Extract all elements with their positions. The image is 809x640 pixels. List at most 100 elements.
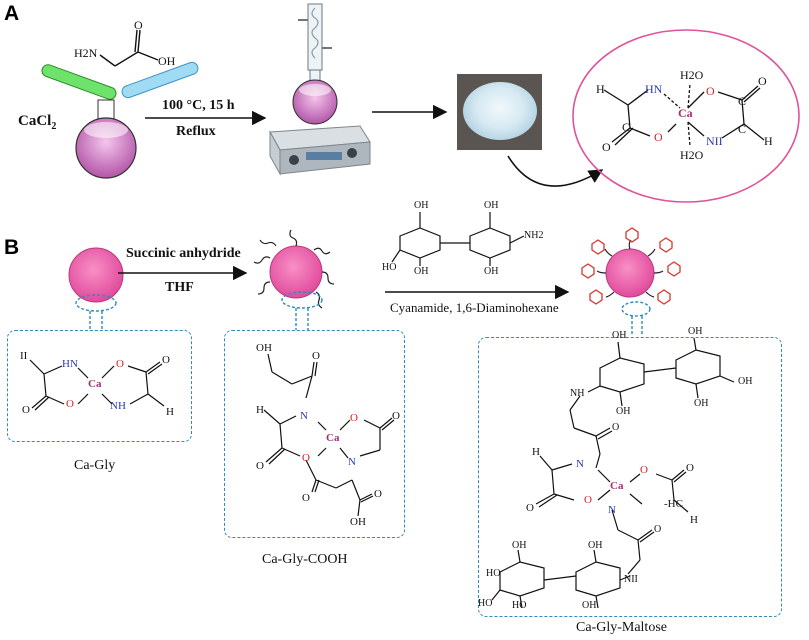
complex-a-h2o-top: H2O	[680, 68, 704, 82]
atom-h2n: H2N	[74, 46, 98, 60]
box3-h-right: H	[690, 514, 698, 526]
box1-o-bottom: O	[66, 398, 74, 410]
box3-oh-7: OH	[588, 540, 603, 551]
particle-ca-gly-maltose	[581, 227, 681, 336]
particle-ca-gly	[68, 247, 124, 330]
maltose-amine-structure	[391, 212, 525, 266]
box2-n-bottom: N	[348, 456, 356, 468]
maltose-oh-4: OH	[484, 266, 499, 277]
box3-n-bottom: N	[608, 504, 616, 516]
ca-gly-cooh-bonds	[263, 353, 395, 517]
condition-temperature: 100 °C, 15 h	[162, 98, 235, 113]
box1-o-left: O	[22, 404, 30, 416]
box1-nh: NH	[110, 400, 126, 412]
box1-hn: HN	[62, 358, 78, 370]
complex-a-c-right: C	[738, 94, 747, 108]
maltose-oh-1: OH	[414, 200, 429, 211]
glycine-structure	[99, 29, 159, 67]
reagent-cacl2: CaCl2	[18, 113, 57, 132]
powder-pile	[463, 82, 537, 140]
complex-a-c-left: C	[622, 120, 631, 134]
box3-o-carbonyl: O	[686, 462, 694, 474]
label-ca-gly-maltose: Ca-Gly-Maltose	[576, 620, 667, 635]
box3-n-top: N	[576, 458, 584, 470]
box3-nh-top: NH	[570, 388, 585, 399]
box2-o-top: O	[350, 412, 358, 424]
box1-h: II	[20, 350, 28, 362]
complex-a-h: H	[596, 82, 605, 96]
ca-gly-cooh-structure-box	[224, 330, 405, 538]
box3-oh-2: OH	[688, 326, 703, 337]
box1-o-top: O	[116, 358, 124, 370]
box1-h-right: H	[166, 406, 174, 418]
box2-o-left: O	[256, 460, 264, 472]
ca-complex-highlight	[572, 29, 800, 203]
box1-o-carbonyl: O	[162, 354, 170, 366]
complex-a-o-left: O	[602, 140, 611, 154]
particle-ca-gly-cooh	[253, 229, 335, 330]
maltose-oh-2: OH	[484, 200, 499, 211]
box3-ho-1: HO	[486, 568, 501, 579]
label-ca-gly: Ca-Gly	[74, 458, 116, 473]
condition-succinic: Succinic anhydride	[126, 246, 241, 261]
box2-o-carbonyl: O	[392, 410, 400, 422]
condition-reflux: Reflux	[176, 124, 216, 139]
box2-o-3: O	[374, 488, 382, 500]
box3-o-top: O	[640, 464, 648, 476]
complex-a-nh: NII	[706, 134, 723, 148]
ca-gly-maltose-structure-box	[478, 337, 782, 617]
maltose-oh-3: OH	[414, 266, 429, 277]
complex-a-h-right: H	[764, 134, 773, 148]
complex-a-ca: Ca	[678, 106, 693, 120]
complex-a-o-carbonyl: O	[758, 74, 767, 88]
box3-oh-4: OH	[616, 406, 631, 417]
box3-o-left: O	[526, 502, 534, 514]
complex-a-ch: C	[738, 122, 747, 136]
box2-n-top: N	[300, 410, 308, 422]
box2-oh-top: OH	[256, 342, 272, 354]
panel-label-b: B	[4, 236, 20, 259]
panel-label-a: A	[4, 2, 20, 25]
box3-h: H	[532, 446, 540, 458]
box3-o-1: O	[612, 422, 620, 433]
maltose-nh2: NH2	[524, 230, 544, 241]
powder-photo	[457, 74, 542, 150]
complex-a-hn: HN	[645, 82, 663, 96]
label-ca-gly-cooh: Ca-Gly-COOH	[262, 552, 348, 567]
condition-cyanamide: Cyanamide, 1,6-Diaminohexane	[390, 300, 559, 315]
round-bottom-flask	[75, 99, 137, 179]
box3-ho-2: HO	[478, 598, 493, 609]
ca-gly-structure-box	[7, 330, 192, 442]
ca-complex-bonds	[603, 83, 765, 147]
box2-o-2: O	[302, 492, 310, 504]
box3-oh-1: OH	[612, 330, 627, 341]
box3-o-bottom: O	[584, 494, 592, 506]
box2-oh-bottom: OH	[350, 516, 366, 528]
ca-gly-bonds	[29, 359, 165, 411]
box2-o-bottom: O	[302, 452, 310, 464]
box2-o-1: O	[312, 350, 320, 362]
atom-oh: OH	[158, 54, 176, 68]
box3-o-2: O	[654, 524, 662, 535]
reflux-apparatus	[269, 3, 371, 176]
reagent-tubes	[41, 61, 199, 100]
box1-ca: Ca	[88, 378, 102, 390]
box3-oh-5: OH	[694, 398, 709, 409]
complex-a-h2o-bottom: H2O	[680, 148, 704, 162]
complex-a-o-top: O	[706, 84, 715, 98]
arrow-curved	[507, 155, 604, 187]
box3-oh-3: OH	[738, 376, 753, 387]
maltose-ho-1: HO	[382, 262, 397, 273]
box3-oh-6: OH	[512, 540, 527, 551]
box3-hc: -HC	[664, 498, 683, 510]
atom-o: O	[134, 18, 143, 32]
box3-oh-8: OH	[582, 600, 597, 611]
ca-gly-maltose-bonds	[491, 337, 735, 609]
box2-h: H	[256, 404, 264, 416]
box2-ca: Ca	[326, 432, 340, 444]
complex-a-o-bottom: O	[654, 130, 663, 144]
condition-thf: THF	[165, 280, 194, 295]
box3-ca: Ca	[610, 480, 624, 492]
